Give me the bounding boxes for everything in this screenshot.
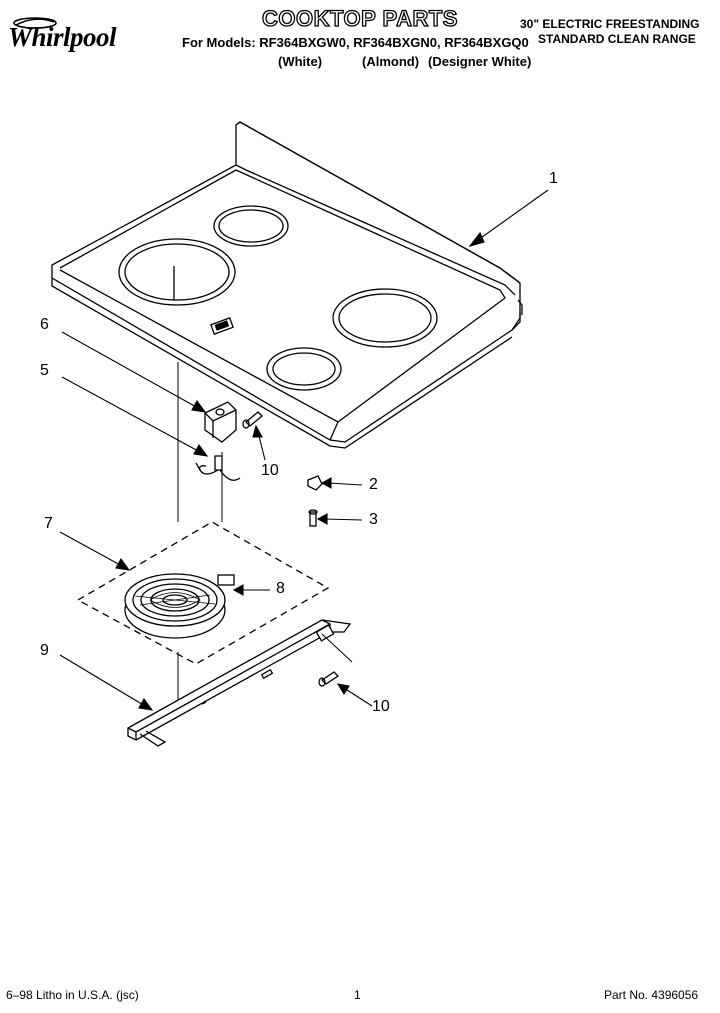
callout-10-lower: 10: [372, 698, 390, 715]
whirlpool-logo: Whirlpool: [8, 16, 133, 60]
callout-5: 5: [40, 362, 49, 379]
screw-3: [308, 509, 318, 527]
footer-litho: 6–98 Litho in U.S.A. (jsc): [6, 988, 139, 1002]
callout-3: 3: [369, 511, 378, 528]
leader-lines: [59, 189, 549, 711]
footer-page-number: 1: [354, 988, 361, 1002]
terminal-bracket: [204, 401, 237, 443]
screw-upper: [242, 411, 263, 429]
models-numbers: RF364BXGW0, RF364BXGN0, RF364BXGQ0: [259, 35, 529, 50]
logo-swoosh-icon: [13, 17, 57, 29]
product-line-1: 30" ELECTRIC FREESTANDING: [520, 17, 700, 31]
variant-almond: (Almond): [362, 54, 420, 69]
model-list: For Models: RF364BXGW0, RF364BXGN0, RF36…: [182, 35, 529, 50]
variant-white: (White): [278, 54, 323, 69]
callout-8: 8: [276, 580, 285, 597]
variant-designer-white: (Designer White): [428, 54, 532, 69]
brand-name: Whirlpool: [8, 22, 117, 52]
element-dashed-outline: [76, 521, 330, 665]
callout-10-upper: 10: [261, 462, 279, 479]
radiant-element: [124, 573, 235, 639]
footer-part-number: Part No. 4396056: [604, 988, 699, 1002]
page-title: COOKTOP PARTS: [261, 5, 458, 31]
clip: [307, 475, 323, 491]
callout-7: 7: [44, 515, 53, 532]
wire-connector: [195, 455, 241, 481]
callout-9: 9: [40, 642, 49, 659]
product-description: 30" ELECTRIC FREESTANDING STANDARD CLEAN…: [520, 17, 720, 47]
screw-lower: [318, 671, 340, 687]
callout-6: 6: [40, 316, 49, 333]
support-bar: [127, 619, 353, 747]
product-line-2: STANDARD CLEAN RANGE: [538, 32, 696, 46]
cooktop-glass-top: [51, 121, 523, 449]
callout-2: 2: [369, 476, 378, 493]
models-prefix: For Models:: [182, 35, 256, 50]
cooktop-burners: [118, 205, 438, 391]
callout-1: 1: [549, 170, 558, 187]
